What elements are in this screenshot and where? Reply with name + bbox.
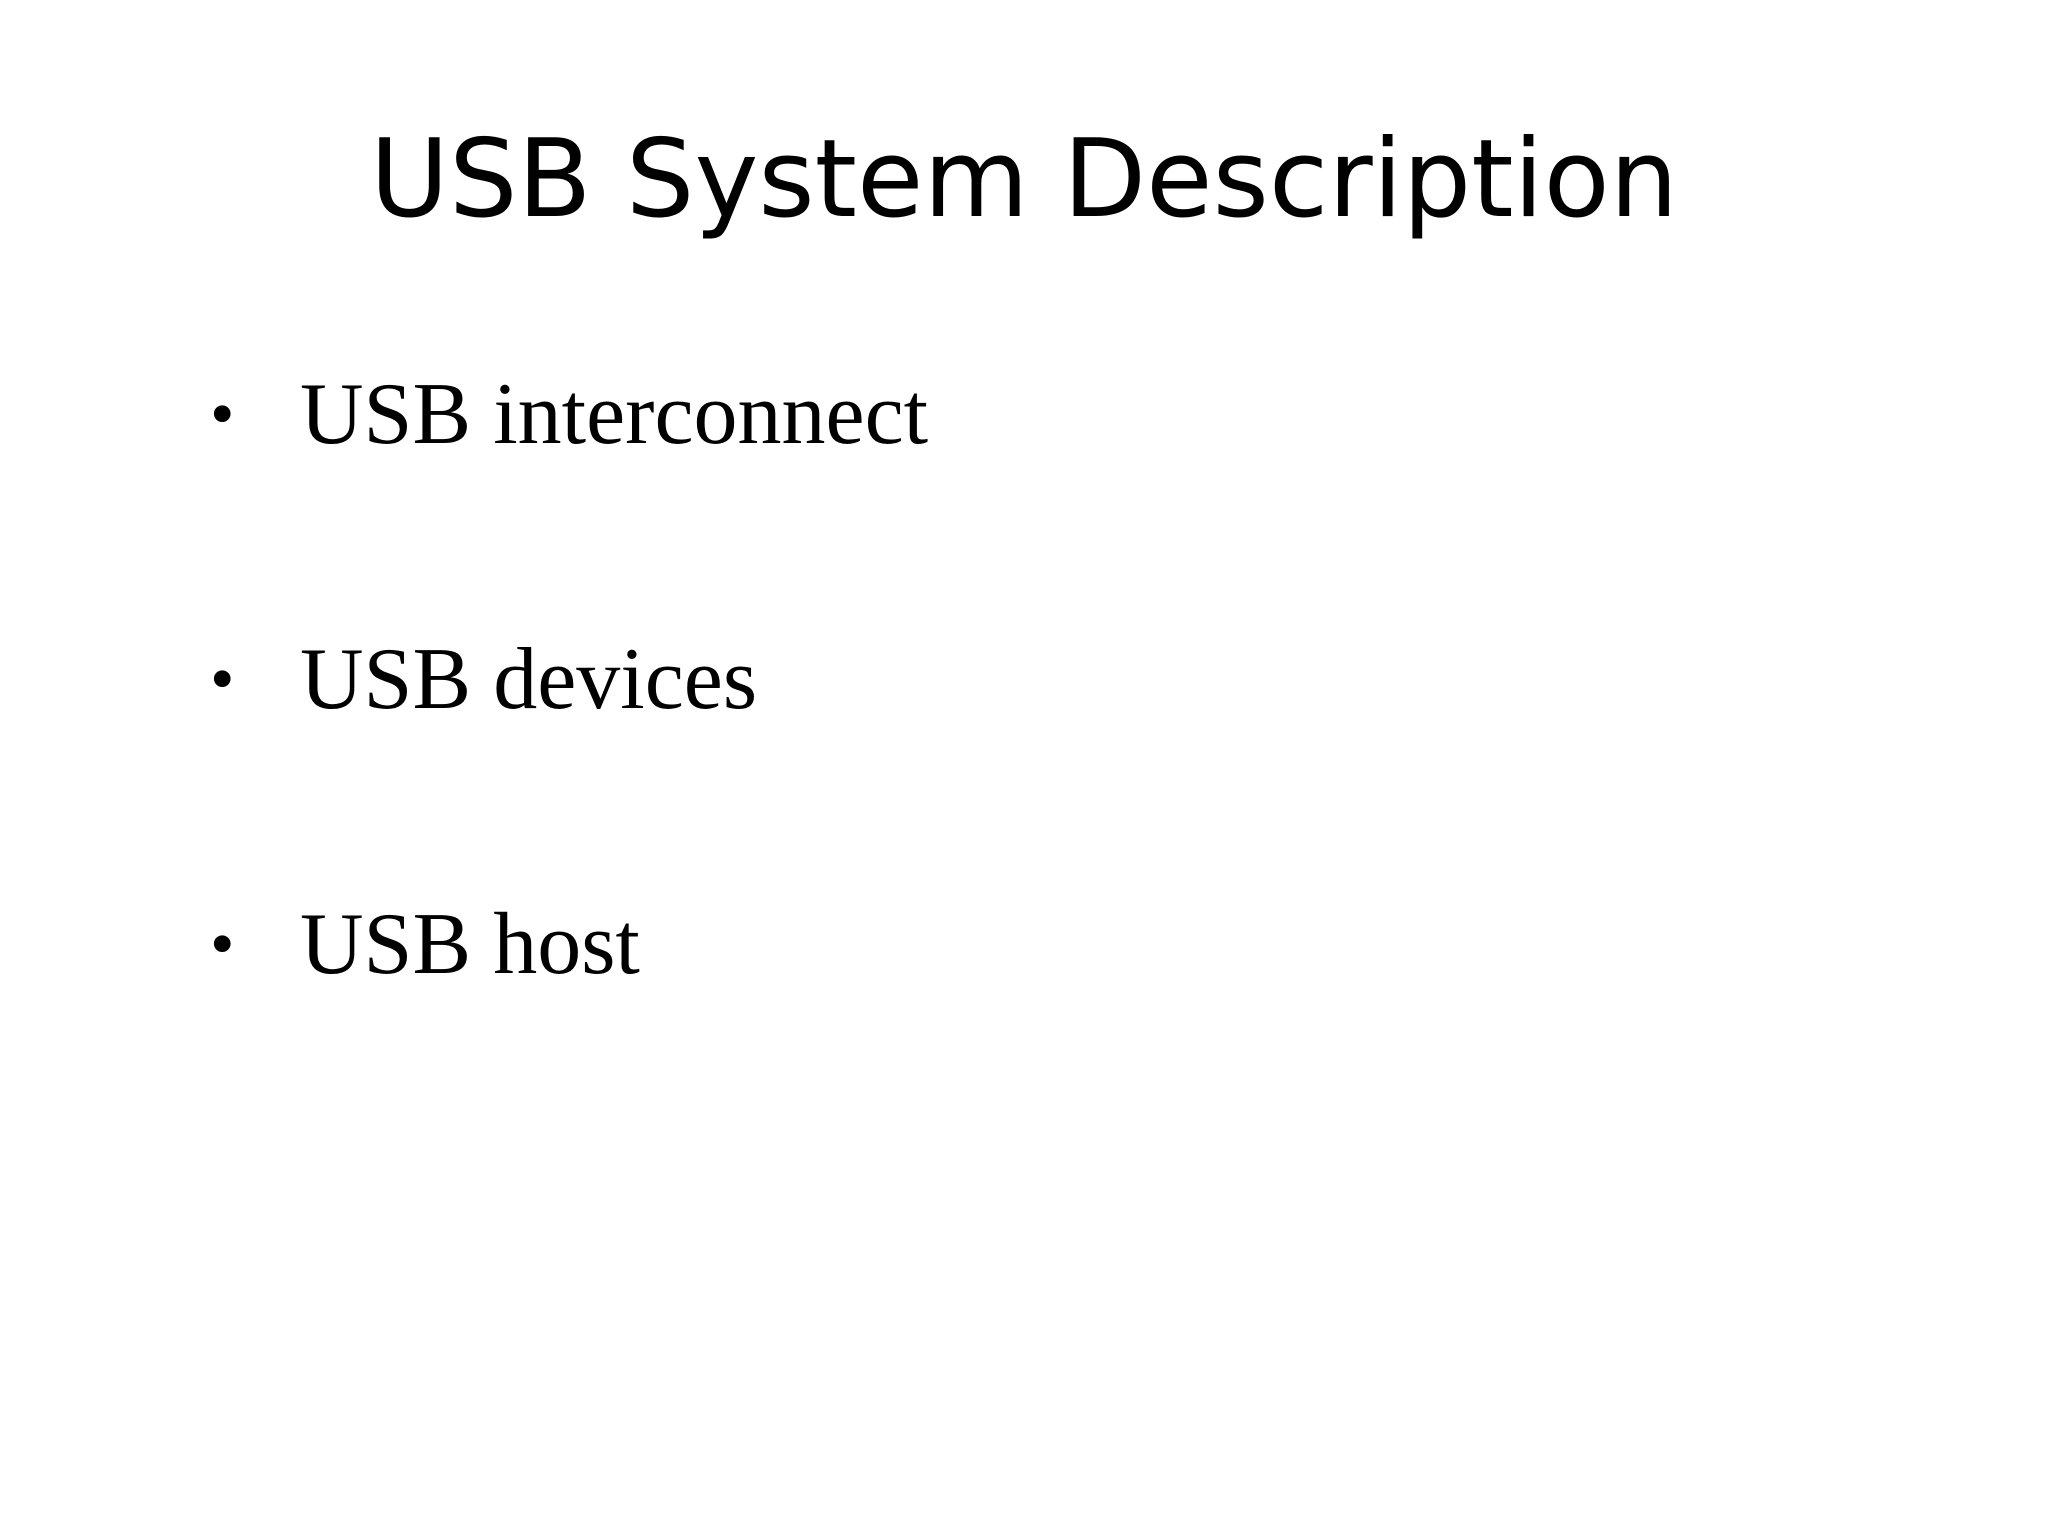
bullet-text: USB devices — [300, 631, 758, 728]
bullet-text: USB interconnect — [300, 366, 929, 463]
slide-title: USB System Description — [369, 117, 1679, 242]
bullet-text: USB host — [300, 896, 640, 993]
bullet-list: • USB interconnect • USB devices • USB h… — [210, 355, 928, 1150]
bullet-item-usb-host: • USB host — [210, 885, 928, 1005]
bullet-icon: • — [210, 906, 235, 983]
bullet-item-usb-interconnect: • USB interconnect — [210, 355, 928, 475]
bullet-icon: • — [210, 376, 235, 453]
bullet-item-usb-devices: • USB devices — [210, 620, 928, 740]
bullet-icon: • — [210, 641, 235, 718]
